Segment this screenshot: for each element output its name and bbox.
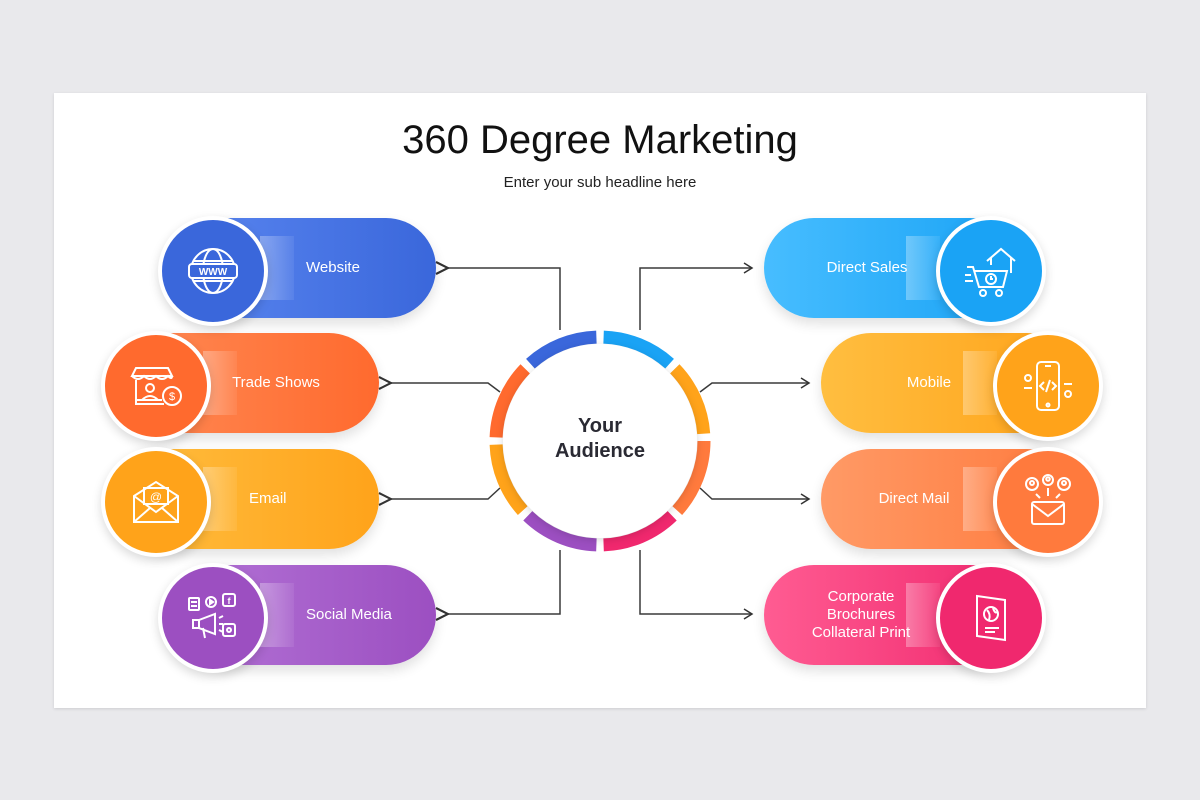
- ring-segment: [523, 510, 597, 552]
- brochure-icon: [976, 594, 1006, 642]
- page-subtitle: Enter your sub headline here: [503, 174, 697, 191]
- ring-segment: [489, 444, 528, 515]
- svg-text:@: @: [150, 490, 162, 504]
- cart-home-icon: [965, 247, 1016, 297]
- social-media-circle[interactable]: f: [158, 563, 268, 673]
- pill-direct-sales-label: Direct Sales: [826, 259, 908, 276]
- email-circle[interactable]: @: [101, 447, 211, 557]
- ring-segment: [489, 364, 531, 438]
- mobile-code-icon: [1024, 361, 1072, 411]
- pill-website-label: Website: [306, 259, 360, 276]
- center-label: Your Audience: [530, 414, 670, 464]
- mail-people-icon: [1025, 474, 1071, 525]
- ring-segment: [669, 364, 711, 435]
- pill-fold-shade: [906, 583, 940, 647]
- connector-brochures: [639, 550, 752, 615]
- ring-segment: [672, 440, 711, 515]
- pill-brochures-label: Corporate Brochures Collateral Print: [811, 588, 911, 641]
- pill-social-media-label: Social Media: [306, 606, 392, 623]
- connector-trade-shows: [391, 383, 501, 393]
- svg-text:f: f: [228, 596, 232, 606]
- page-title: 360 Degree Marketing: [402, 118, 798, 162]
- audience-ring: [489, 330, 711, 552]
- pill-fold-shade: [906, 236, 940, 300]
- brochures-circle[interactable]: [936, 563, 1046, 673]
- social-megaphone-icon: f: [188, 593, 236, 639]
- pill-trade-shows-label: Trade Shows: [232, 374, 320, 391]
- envelope-at-icon: @: [133, 480, 179, 523]
- connector-website: [448, 268, 561, 330]
- shop-stand-icon: $: [130, 367, 182, 406]
- center-label-line2: Audience: [554, 440, 646, 462]
- globe-www-icon: WWW: [188, 248, 238, 294]
- pill-fold-shade: [963, 351, 997, 415]
- connector-direct-mail: [699, 487, 809, 500]
- direct-mail-circle[interactable]: [993, 447, 1103, 557]
- center-label-line1: Your: [577, 415, 623, 437]
- svg-text:WWW: WWW: [199, 267, 228, 278]
- trade-shows-circle[interactable]: $: [101, 331, 211, 441]
- ring-segment: [526, 330, 597, 369]
- mobile-circle[interactable]: [993, 331, 1103, 441]
- svg-text:$: $: [169, 391, 175, 403]
- direct-sales-circle[interactable]: [936, 216, 1046, 326]
- audience-circle: [503, 344, 697, 538]
- connector-email: [391, 487, 501, 499]
- website-circle[interactable]: WWW: [158, 216, 268, 326]
- pill-fold-shade: [963, 467, 997, 531]
- pill-email-label: Email: [249, 490, 287, 507]
- ring-segment: [603, 330, 674, 369]
- connector-direct-sales: [639, 267, 752, 330]
- pill-direct-mail-label: Direct Mail: [878, 490, 950, 507]
- ring-segment: [603, 510, 677, 552]
- connector-mobile: [699, 382, 809, 393]
- connector-social-media: [448, 550, 561, 614]
- pill-mobile-label: Mobile: [906, 374, 952, 391]
